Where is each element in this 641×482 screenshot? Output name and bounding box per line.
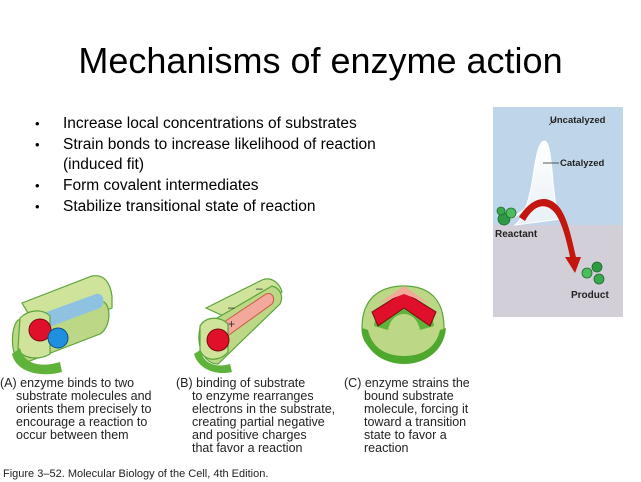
bullet-dot: • xyxy=(35,178,40,193)
caption-c-line-3: molecule, forcing it xyxy=(364,402,469,416)
substrate-charged-molecule xyxy=(206,328,230,352)
bullet-dot: • xyxy=(35,137,40,152)
caption-b-line-1: (B) binding of substrate xyxy=(176,376,306,390)
substrate-blue-molecule xyxy=(47,327,69,349)
bullet-dot: • xyxy=(35,116,40,131)
uncatalyzed-leader xyxy=(548,118,556,126)
bullet-text: Stabilize transitional state of reaction xyxy=(63,198,316,215)
bullet-text: Strain bonds to increase likelihood of r… xyxy=(63,136,376,173)
reactant-molecule xyxy=(496,206,517,226)
energy-upper-bg xyxy=(493,107,623,225)
bullet-item: • Stabilize transitional state of reactio… xyxy=(30,197,430,217)
uncatalyzed-label: Uncatalyzed xyxy=(550,115,606,126)
bullet-item: • Strain bonds to increase likelihood of … xyxy=(30,135,430,175)
reactant-label: Reactant xyxy=(495,229,538,240)
caption-c-line-4: toward a transition xyxy=(364,415,467,429)
panel-c-caption: (C) enzyme strains the bound substrate m… xyxy=(344,377,470,455)
panel-a-caption: (A) enzyme binds to two substrate molecu… xyxy=(0,377,152,442)
charge-plus: + xyxy=(228,317,235,331)
energy-diagram: Uncatalyzed Catalyzed Reactant Product xyxy=(493,107,623,317)
caption-a-line-1: (A) enzyme binds to two xyxy=(0,376,135,390)
slide-title: Mechanisms of enzyme action xyxy=(78,40,563,81)
catalyzed-label: Catalyzed xyxy=(560,158,605,169)
product-molecule xyxy=(581,261,605,285)
caption-b-line-4: creating partial negative xyxy=(192,415,325,429)
product-label: Product xyxy=(571,290,609,301)
caption-c-line-6: reaction xyxy=(364,441,409,455)
panel-b-illustration: – – + xyxy=(194,278,283,374)
caption-c-line-5: state to favor a xyxy=(364,428,447,442)
panel-b-caption: (B) binding of substrate to enzyme rearr… xyxy=(176,377,335,455)
substrate-red-molecule xyxy=(28,318,52,342)
caption-a-line-5: occur between them xyxy=(16,428,129,442)
bullet-dot: • xyxy=(35,199,40,214)
bullet-item: • Form covalent intermediates xyxy=(30,176,430,196)
bullet-text: Increase local concentrations of substra… xyxy=(63,115,357,132)
caption-b-line-6: that favor a reaction xyxy=(192,441,303,455)
caption-a-line-3: orients them precisely to xyxy=(16,402,152,416)
caption-c-line-2: bound substrate xyxy=(364,389,454,403)
caption-b-line-2: to enzyme rearranges xyxy=(192,389,314,403)
figure-caption: Figure 3–52. Molecular Biology of the Ce… xyxy=(3,468,269,480)
panel-c-illustration xyxy=(361,285,446,364)
bullet-item: • Increase local concentrations of substr… xyxy=(30,114,430,134)
bullet-list: • Increase local concentrations of substr… xyxy=(30,114,430,218)
charge-minus-1: – xyxy=(228,300,235,314)
caption-b-line-5: and positive charges xyxy=(192,428,307,442)
caption-a-line-4: encourage a reaction to xyxy=(16,415,148,429)
enzyme-panels: – – + xyxy=(11,275,446,375)
charge-minus-2: – xyxy=(256,281,263,295)
caption-b-line-3: electrons in the substrate, xyxy=(192,402,336,416)
caption-a-line-2: substrate molecules and xyxy=(16,389,152,403)
bullet-text: Form covalent intermediates xyxy=(63,177,259,194)
energy-lower-bg xyxy=(493,225,623,317)
panel-a-illustration xyxy=(11,275,113,375)
reaction-arrow xyxy=(519,198,581,273)
caption-c-line-1: (C) enzyme strains the xyxy=(344,376,470,390)
